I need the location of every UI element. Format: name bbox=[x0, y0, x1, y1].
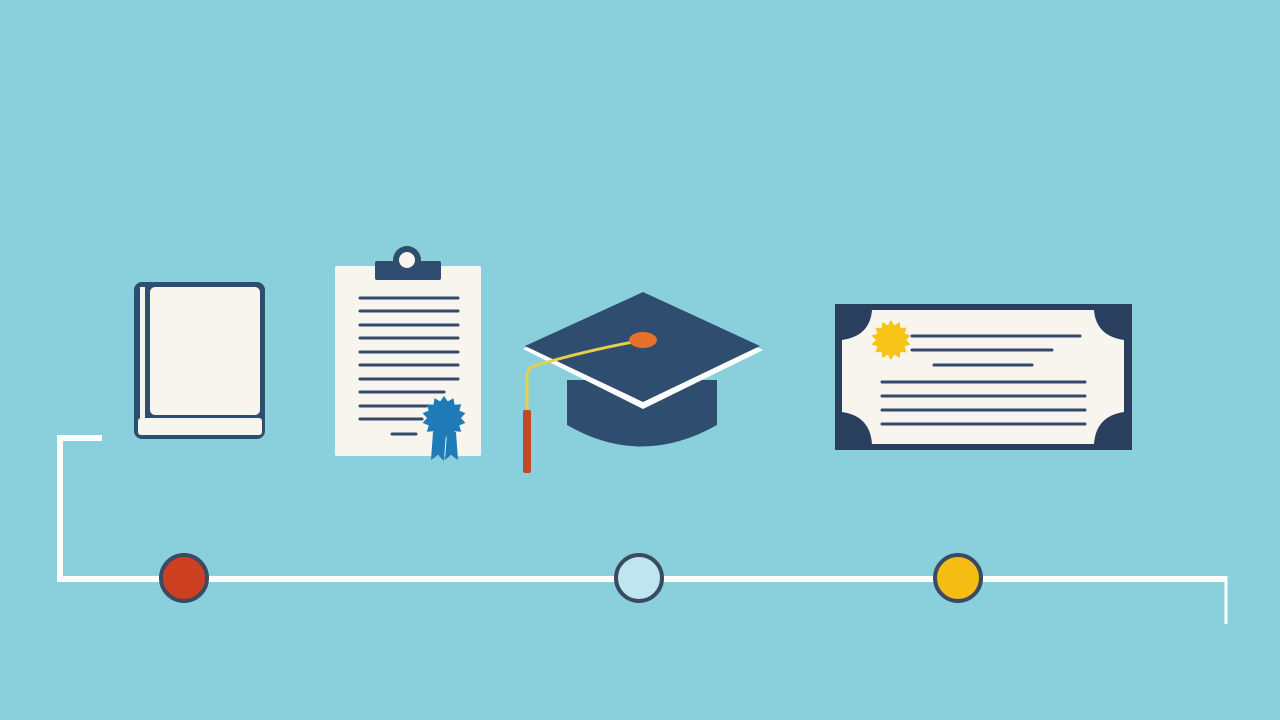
timeline-node-3 bbox=[933, 553, 983, 603]
book-icon bbox=[134, 282, 265, 439]
award-seal-icon bbox=[422, 396, 466, 461]
diploma-text-lines bbox=[880, 334, 1087, 426]
diploma-seal-icon bbox=[871, 320, 911, 360]
timeline-node-1 bbox=[159, 553, 209, 603]
clipboard-text-lines bbox=[358, 296, 460, 436]
clipboard-certificate-icon bbox=[335, 246, 481, 461]
graduation-cap-icon bbox=[523, 292, 763, 473]
timeline-node-2 bbox=[614, 553, 664, 603]
diploma-icon bbox=[835, 304, 1132, 450]
